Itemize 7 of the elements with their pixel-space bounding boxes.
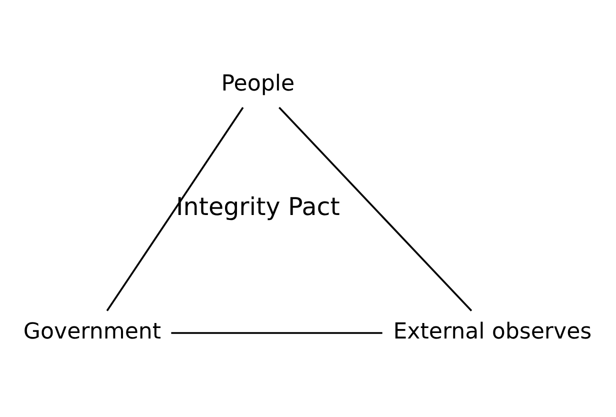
connector [278, 106, 472, 311]
node-text: External observes [393, 318, 592, 344]
node-text: People [221, 70, 295, 96]
label: Integrity Pact [176, 192, 340, 221]
node-text: Government [23, 318, 162, 344]
connector [171, 332, 382, 334]
connector [106, 106, 244, 311]
